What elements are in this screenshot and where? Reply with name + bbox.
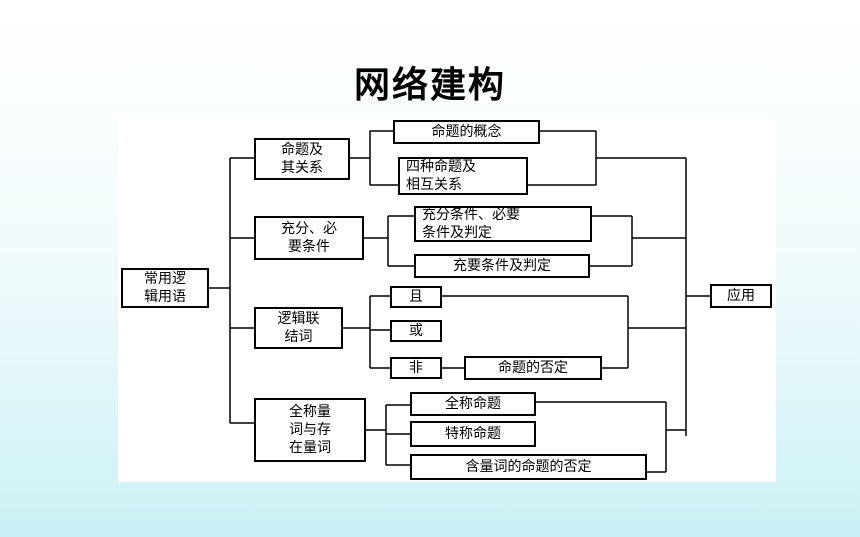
group-connectives: 逻辑联 结词 <box>254 307 343 349</box>
item-negation: 命题的否定 <box>464 356 602 380</box>
item-sufficient-necessary: 充分条件、必要 条件及判定 <box>414 206 592 242</box>
item-not: 非 <box>390 357 442 379</box>
item-and: 且 <box>390 286 442 308</box>
concept-map: 常用逻 辑用语 命题及 其关系 充分、必 要条件 逻辑联 结词 全称量 词与存 … <box>118 118 776 482</box>
apply-node: 应用 <box>710 284 772 308</box>
item-four-propositions: 四种命题及 相互关系 <box>398 157 528 195</box>
group-quantifiers: 全称量 词与存 在量词 <box>254 398 366 462</box>
item-quantifier-negation: 含量词的命题的否定 <box>410 454 647 480</box>
item-iff-condition: 充要条件及判定 <box>414 254 590 278</box>
item-or: 或 <box>390 320 442 342</box>
page-title: 网络建构 <box>353 65 506 106</box>
item-existential: 特称命题 <box>410 421 536 447</box>
item-universal: 全称命题 <box>410 392 536 416</box>
connector-lines <box>209 130 710 473</box>
root-node: 常用逻 辑用语 <box>121 268 209 308</box>
group-propositions: 命题及 其关系 <box>254 138 350 180</box>
group-conditions: 充分、必 要条件 <box>254 216 364 260</box>
item-proposition-concept: 命题的概念 <box>393 120 540 144</box>
